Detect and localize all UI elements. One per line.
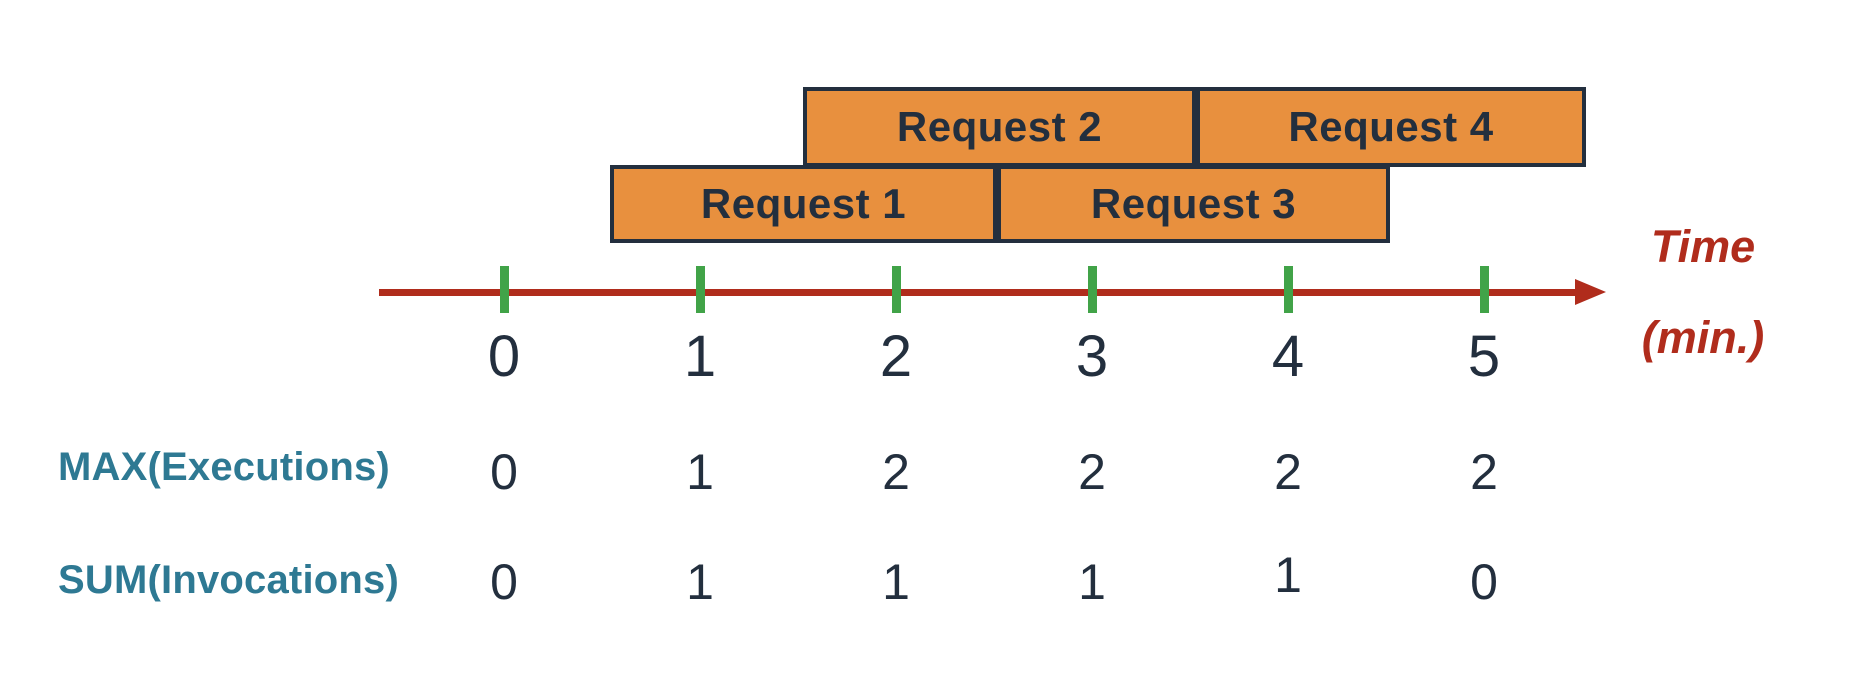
request-2-label: Request 2: [896, 103, 1103, 150]
request-1-label: Request 1: [700, 180, 907, 227]
max-executions-value-2: 2: [882, 444, 910, 500]
max-executions-value-0: 0: [490, 444, 518, 500]
tick-label-2: 2: [879, 324, 913, 389]
time-axis-title: Time: [1650, 221, 1756, 272]
tick-label-4: 4: [1271, 324, 1305, 389]
tick-mark-3: [1088, 266, 1097, 313]
max-executions-value-3: 2: [1078, 444, 1106, 500]
time-axis-line: [379, 289, 1577, 296]
time-axis-unit: (min.): [1641, 312, 1765, 363]
sum-invocations-value-4: 1: [1274, 547, 1302, 603]
tick-mark-5: [1480, 266, 1489, 313]
sum-invocations-value-3: 1: [1078, 554, 1106, 610]
arrow-right-icon: [1575, 279, 1606, 305]
max-executions-row-label: MAX(Executions): [58, 445, 390, 489]
request-2-bar: Request 2: [803, 87, 1196, 167]
sum-invocations-value-5: 0: [1470, 554, 1498, 610]
sum-invocations-value-2: 1: [882, 554, 910, 610]
tick-label-5: 5: [1467, 324, 1501, 389]
sum-invocations-value-1: 1: [686, 554, 714, 610]
tick-mark-0: [500, 266, 509, 313]
tick-label-0: 0: [487, 324, 521, 389]
tick-label-3: 3: [1075, 324, 1109, 389]
sum-invocations-row-label: SUM(Invocations): [58, 558, 399, 602]
request-3-bar: Request 3: [997, 165, 1390, 243]
request-1-bar: Request 1: [610, 165, 997, 243]
tick-mark-1: [696, 266, 705, 313]
tick-label-1: 1: [683, 324, 717, 389]
tick-mark-2: [892, 266, 901, 313]
request-4-bar: Request 4: [1196, 87, 1586, 167]
request-3-label: Request 3: [1090, 180, 1297, 227]
sum-invocations-value-0: 0: [490, 554, 518, 610]
tick-mark-4: [1284, 266, 1293, 313]
max-executions-value-4: 2: [1274, 444, 1302, 500]
max-executions-value-1: 1: [686, 444, 714, 500]
request-4-label: Request 4: [1288, 103, 1494, 150]
max-executions-value-5: 2: [1470, 444, 1498, 500]
